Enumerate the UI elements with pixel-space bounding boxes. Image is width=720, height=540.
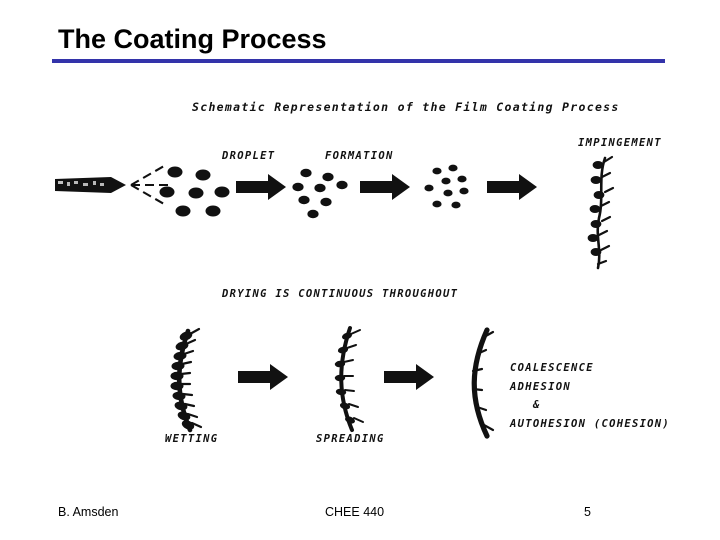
- note-ampersand: &: [532, 399, 541, 411]
- footer-page-number: 5: [584, 505, 591, 519]
- arrow-right-1: [236, 174, 286, 200]
- arrow-right-4: [238, 364, 288, 390]
- coalesced-film-substrate: [471, 327, 495, 439]
- footer-course: CHEE 440: [325, 505, 385, 519]
- note-autohesion: AUTOHESION (COHESION): [509, 418, 670, 430]
- droplet-cluster-large: [159, 166, 230, 217]
- note-drying-continuous: DRYING IS CONTINUOUS THROUGHOUT: [221, 288, 458, 300]
- wetting-substrate: [170, 327, 203, 433]
- droplet-cluster-small: [424, 164, 469, 209]
- coating-process-diagram: Schematic Representation of the Film Coa…: [0, 78, 720, 468]
- label-wetting: WETTING: [165, 433, 218, 445]
- droplet-cluster-medium: [292, 168, 348, 219]
- arrow-right-5: [384, 364, 434, 390]
- label-spreading: SPREADING: [316, 433, 385, 445]
- spray-nozzle-icon: [55, 177, 126, 193]
- page-title: The Coating Process: [58, 24, 327, 54]
- spray-cone-lines: [130, 165, 168, 205]
- label-droplet: DROPLET: [221, 150, 275, 162]
- note-coalescence: COALESCENCE: [510, 362, 594, 374]
- note-adhesion: ADHESION: [509, 381, 571, 393]
- footer-author: B. Amsden: [58, 505, 119, 519]
- arrow-right-2: [360, 174, 410, 200]
- title-underline-rule: [52, 59, 665, 63]
- impingement-substrate: [587, 155, 615, 270]
- spreading-substrate: [334, 326, 364, 432]
- label-formation: FORMATION: [325, 150, 394, 162]
- figure-caption: Schematic Representation of the Film Coa…: [192, 100, 620, 114]
- label-impingement: IMPINGEMENT: [578, 137, 662, 149]
- arrow-right-3: [487, 174, 537, 200]
- slide-footer: B. Amsden CHEE 440 5: [0, 505, 720, 529]
